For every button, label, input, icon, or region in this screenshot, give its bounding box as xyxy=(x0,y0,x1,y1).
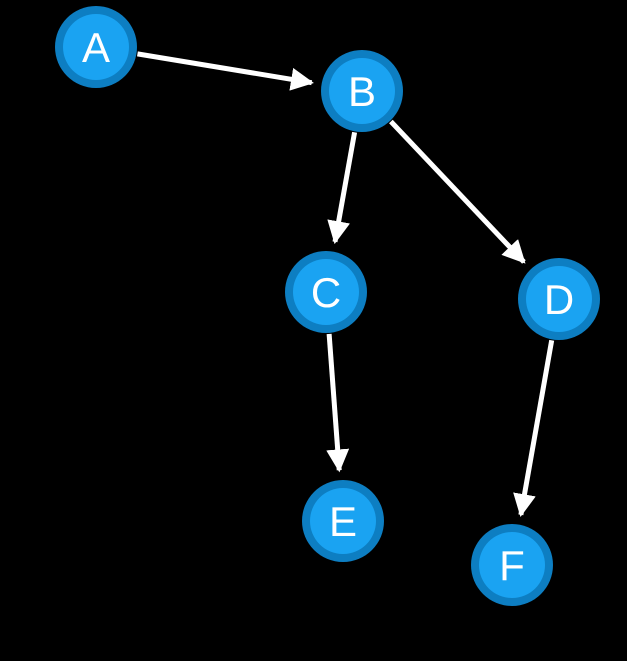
edge-B-C xyxy=(327,131,358,245)
node-B-body xyxy=(329,58,395,124)
node-B[interactable]: B xyxy=(321,50,403,132)
node-A-body xyxy=(63,14,129,80)
node-C-body xyxy=(293,259,359,325)
edge-A-B xyxy=(137,51,314,91)
node-F[interactable]: F xyxy=(471,524,553,606)
node-C[interactable]: C xyxy=(285,251,367,333)
node-A[interactable]: A xyxy=(55,6,137,88)
node-A-label: A xyxy=(82,24,110,71)
node-E-label: E xyxy=(329,498,357,545)
node-F-label: F xyxy=(499,542,525,589)
edge-D-F xyxy=(513,339,555,518)
edge-B-D xyxy=(389,119,526,264)
node-D-body xyxy=(526,266,592,332)
nodes-layer: A B C D E F xyxy=(55,6,600,606)
node-C-label: C xyxy=(311,269,341,316)
node-D-label: D xyxy=(544,276,574,323)
node-D[interactable]: D xyxy=(518,258,600,340)
node-E[interactable]: E xyxy=(302,480,384,562)
node-B-label: B xyxy=(348,68,376,115)
node-F-body xyxy=(479,532,545,598)
node-E-body xyxy=(310,488,376,554)
edges-layer xyxy=(137,51,555,518)
edge-C-E xyxy=(326,333,350,473)
